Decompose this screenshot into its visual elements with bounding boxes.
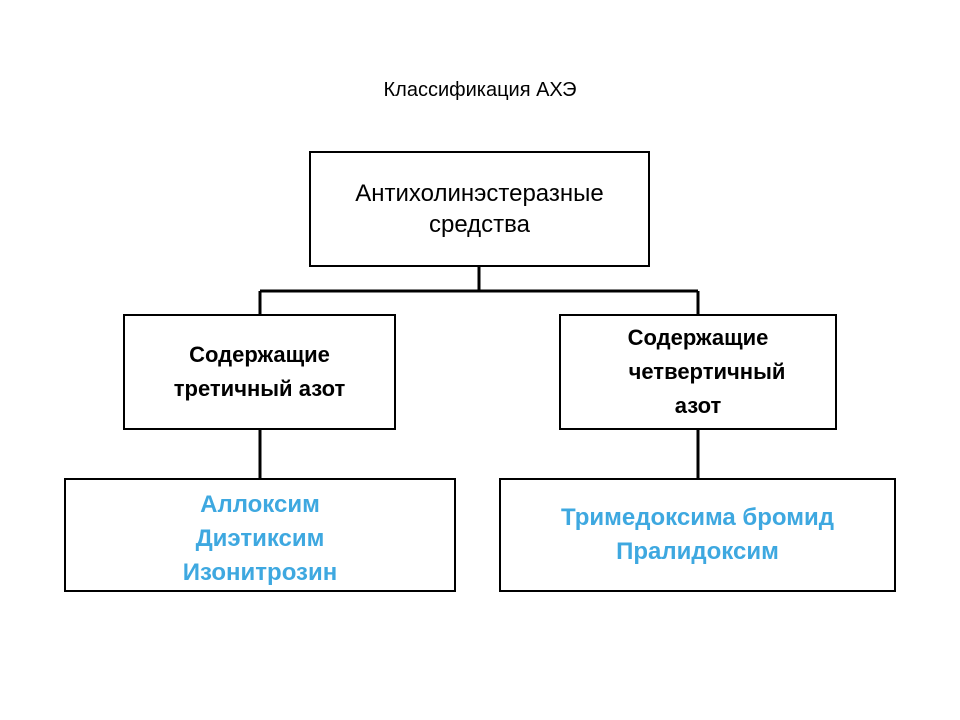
drug-list-quaternary-box: Тримедоксима бромид Пралидоксим: [499, 478, 896, 592]
root-node-box: Антихолинэстеразные средства: [309, 151, 650, 267]
category-label-line: Содержащие: [627, 325, 769, 350]
category-label-line: Содержащие: [189, 342, 330, 367]
drug-name: Аллоксим: [200, 491, 320, 518]
category-quaternary-nitrogen-box: Содержащие четвертичный азот: [559, 314, 837, 430]
root-node-label-line: средства: [429, 211, 530, 238]
category-label-line: азот: [674, 393, 722, 418]
category-tertiary-nitrogen-box: Содержащие третичный азот: [123, 314, 396, 430]
drug-name: Диэтиксим: [195, 525, 325, 552]
drug-list-tertiary-box: Аллоксим Диэтиксим Изонитрозин: [64, 478, 456, 592]
category-label-line: третичный азот: [173, 376, 346, 401]
page-title: Классификация АХЭ: [383, 79, 577, 101]
drug-name: Пралидоксим: [616, 538, 779, 565]
category-label-line: четвертичный: [628, 359, 786, 384]
drug-name: Изонитрозин: [182, 559, 338, 586]
drug-name: Тримедоксима бромид: [561, 504, 834, 531]
root-node-label-line: Антихолинэстеразные: [355, 180, 604, 207]
